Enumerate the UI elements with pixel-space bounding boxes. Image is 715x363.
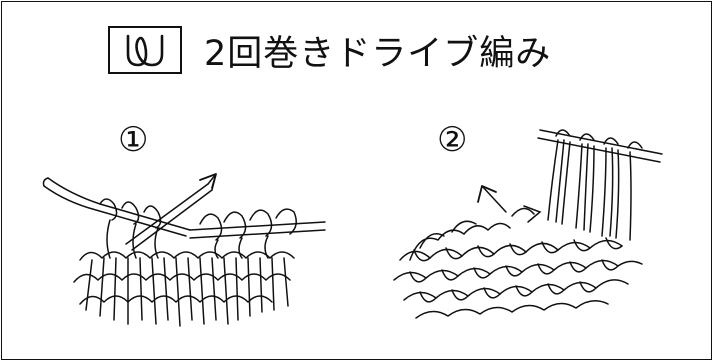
needle-wrapping-yarn-twice-icon [42, 173, 326, 327]
page-title: 2回巻きドライブ編み [204, 33, 552, 74]
step-number-1: ① [118, 120, 149, 160]
header: 2回巻きドライブ編み [108, 22, 551, 78]
double-loop-stitch-symbol-icon [108, 26, 182, 74]
pulling-elongated-stitches-icon [393, 129, 663, 319]
step-number-2: ② [437, 120, 468, 160]
